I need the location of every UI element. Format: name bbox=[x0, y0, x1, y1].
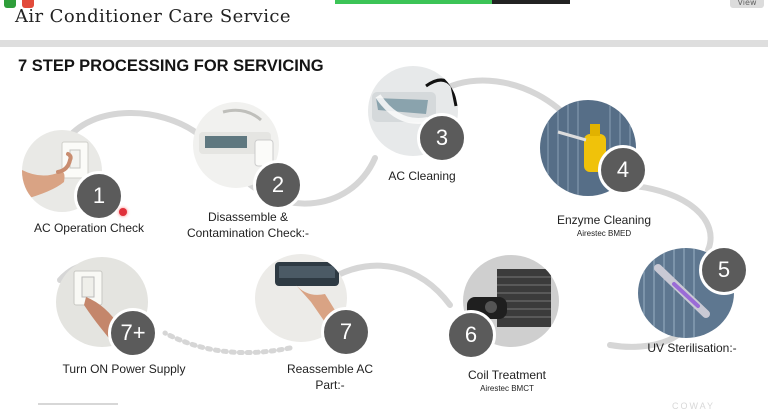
meeting-progress-bar bbox=[335, 0, 570, 4]
step5-label: UV Sterilisation:- bbox=[647, 341, 737, 355]
footer-logo: COWAY bbox=[672, 401, 715, 411]
step6-sublabel: Airestec BMCT bbox=[480, 384, 534, 393]
meeting-progress-fill bbox=[335, 0, 493, 4]
step6-badge: 6 bbox=[446, 310, 496, 360]
record-icon bbox=[22, 0, 34, 8]
window-titlebar: Air Conditioner Care Service View bbox=[0, 0, 768, 40]
step3-label: AC Cleaning bbox=[388, 169, 456, 183]
step4-badge: 4 bbox=[598, 145, 648, 195]
step6-label: Coil Treatment bbox=[467, 368, 547, 382]
shield-icon bbox=[4, 0, 16, 8]
step4-label: Enzyme Cleaning bbox=[556, 213, 652, 227]
step3-photo bbox=[368, 66, 458, 156]
footer-rule bbox=[38, 403, 118, 405]
presentation-title: Air Conditioner Care Service bbox=[15, 6, 291, 27]
step1-badge: 1 bbox=[74, 171, 124, 221]
step5-badge: 5 bbox=[699, 245, 749, 295]
step7plus-label: Turn ON Power Supply bbox=[62, 362, 186, 376]
view-button[interactable]: View bbox=[730, 0, 764, 8]
cursor-dot-icon bbox=[119, 208, 127, 216]
step2-label-line1: Disassemble & bbox=[207, 210, 289, 224]
step2-badge: 2 bbox=[253, 160, 303, 210]
step1-label: AC Operation Check bbox=[33, 221, 145, 235]
step3-badge: 3 bbox=[417, 113, 467, 163]
step4-sublabel: Airestec BMED bbox=[576, 229, 632, 238]
step2-label-line2: Contamination Check:- bbox=[186, 226, 310, 240]
slide-heading: 7 STEP PROCESSING FOR SERVICING bbox=[18, 57, 324, 75]
step7-label-line2: Part:- bbox=[315, 378, 345, 392]
header-separator bbox=[0, 40, 768, 47]
step7plus-badge: 7+ bbox=[108, 308, 158, 358]
step7-badge: 7 bbox=[321, 307, 371, 357]
step6-photo bbox=[463, 255, 559, 347]
step7-label-line1: Reassemble AC bbox=[286, 362, 374, 376]
